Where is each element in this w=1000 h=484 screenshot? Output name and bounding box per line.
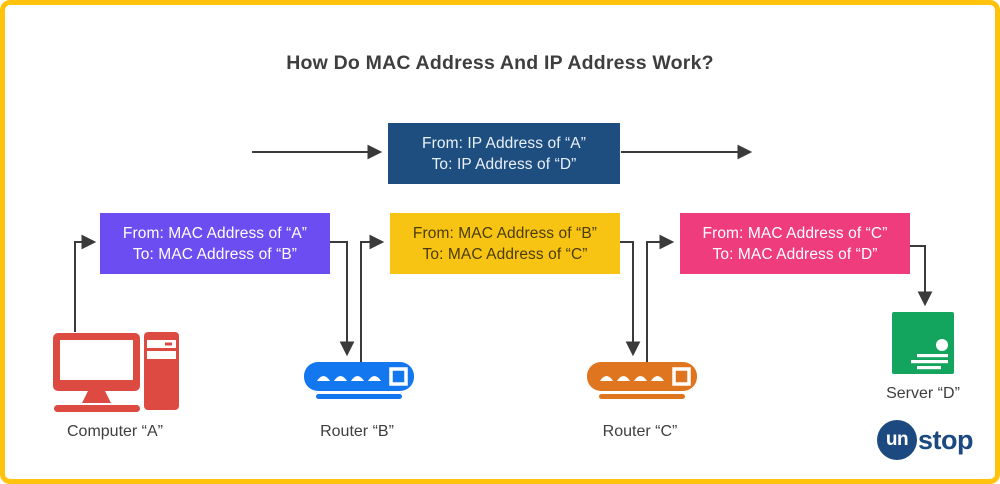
mac-hop-box-a-to-b: From: MAC Address of “A” To: MAC Address… [100, 213, 330, 274]
mac-to-line: To: MAC Address of “B” [132, 245, 298, 263]
arrow-router-c-to-mac-box [646, 234, 675, 362]
unstop-logo: un stop [877, 420, 974, 460]
device-label-router-c: Router “C” [602, 423, 678, 440]
device-label-router-b: Router “B” [320, 423, 394, 440]
desktop-computer-icon [53, 332, 179, 412]
mac-to-line: To: MAC Address of “D” [712, 245, 878, 263]
device-label-server-d: Server “D” [886, 385, 960, 402]
unstop-logo-text: stop [918, 424, 974, 455]
ip-packet-box: From: IP Address of “A” To: IP Address o… [388, 123, 620, 184]
arrow-computer-a-to-mac-box [74, 234, 97, 332]
arrow-mac-box-to-router-c [620, 241, 641, 357]
server-icon [892, 312, 954, 374]
ip-from-line: From: IP Address of “A” [422, 134, 586, 152]
ip-to-line: To: IP Address of “D” [431, 155, 577, 173]
unstop-logo-circle: un [877, 420, 917, 460]
device-label-computer-a: Computer “A” [66, 423, 164, 440]
mac-to-line: To: MAC Address of “C” [422, 245, 588, 263]
mac-from-line: From: MAC Address of “B” [412, 224, 598, 242]
mac-hop-box-c-to-d: From: MAC Address of “C” To: MAC Address… [680, 213, 910, 274]
mac-hop-box-b-to-c: From: MAC Address of “B” To: MAC Address… [390, 213, 620, 274]
arrow-mac-box-to-router-b [330, 241, 355, 357]
diagram-title: How Do MAC Address And IP Address Work? [286, 52, 714, 74]
router-icon-c [587, 362, 697, 399]
arrow-mac-box-to-server-d [910, 245, 933, 307]
mac-from-line: From: MAC Address of “C” [702, 224, 888, 242]
mac-from-line: From: MAC Address of “A” [122, 224, 308, 242]
arrow-router-b-to-mac-box [360, 234, 385, 362]
router-icon-b [304, 362, 414, 399]
